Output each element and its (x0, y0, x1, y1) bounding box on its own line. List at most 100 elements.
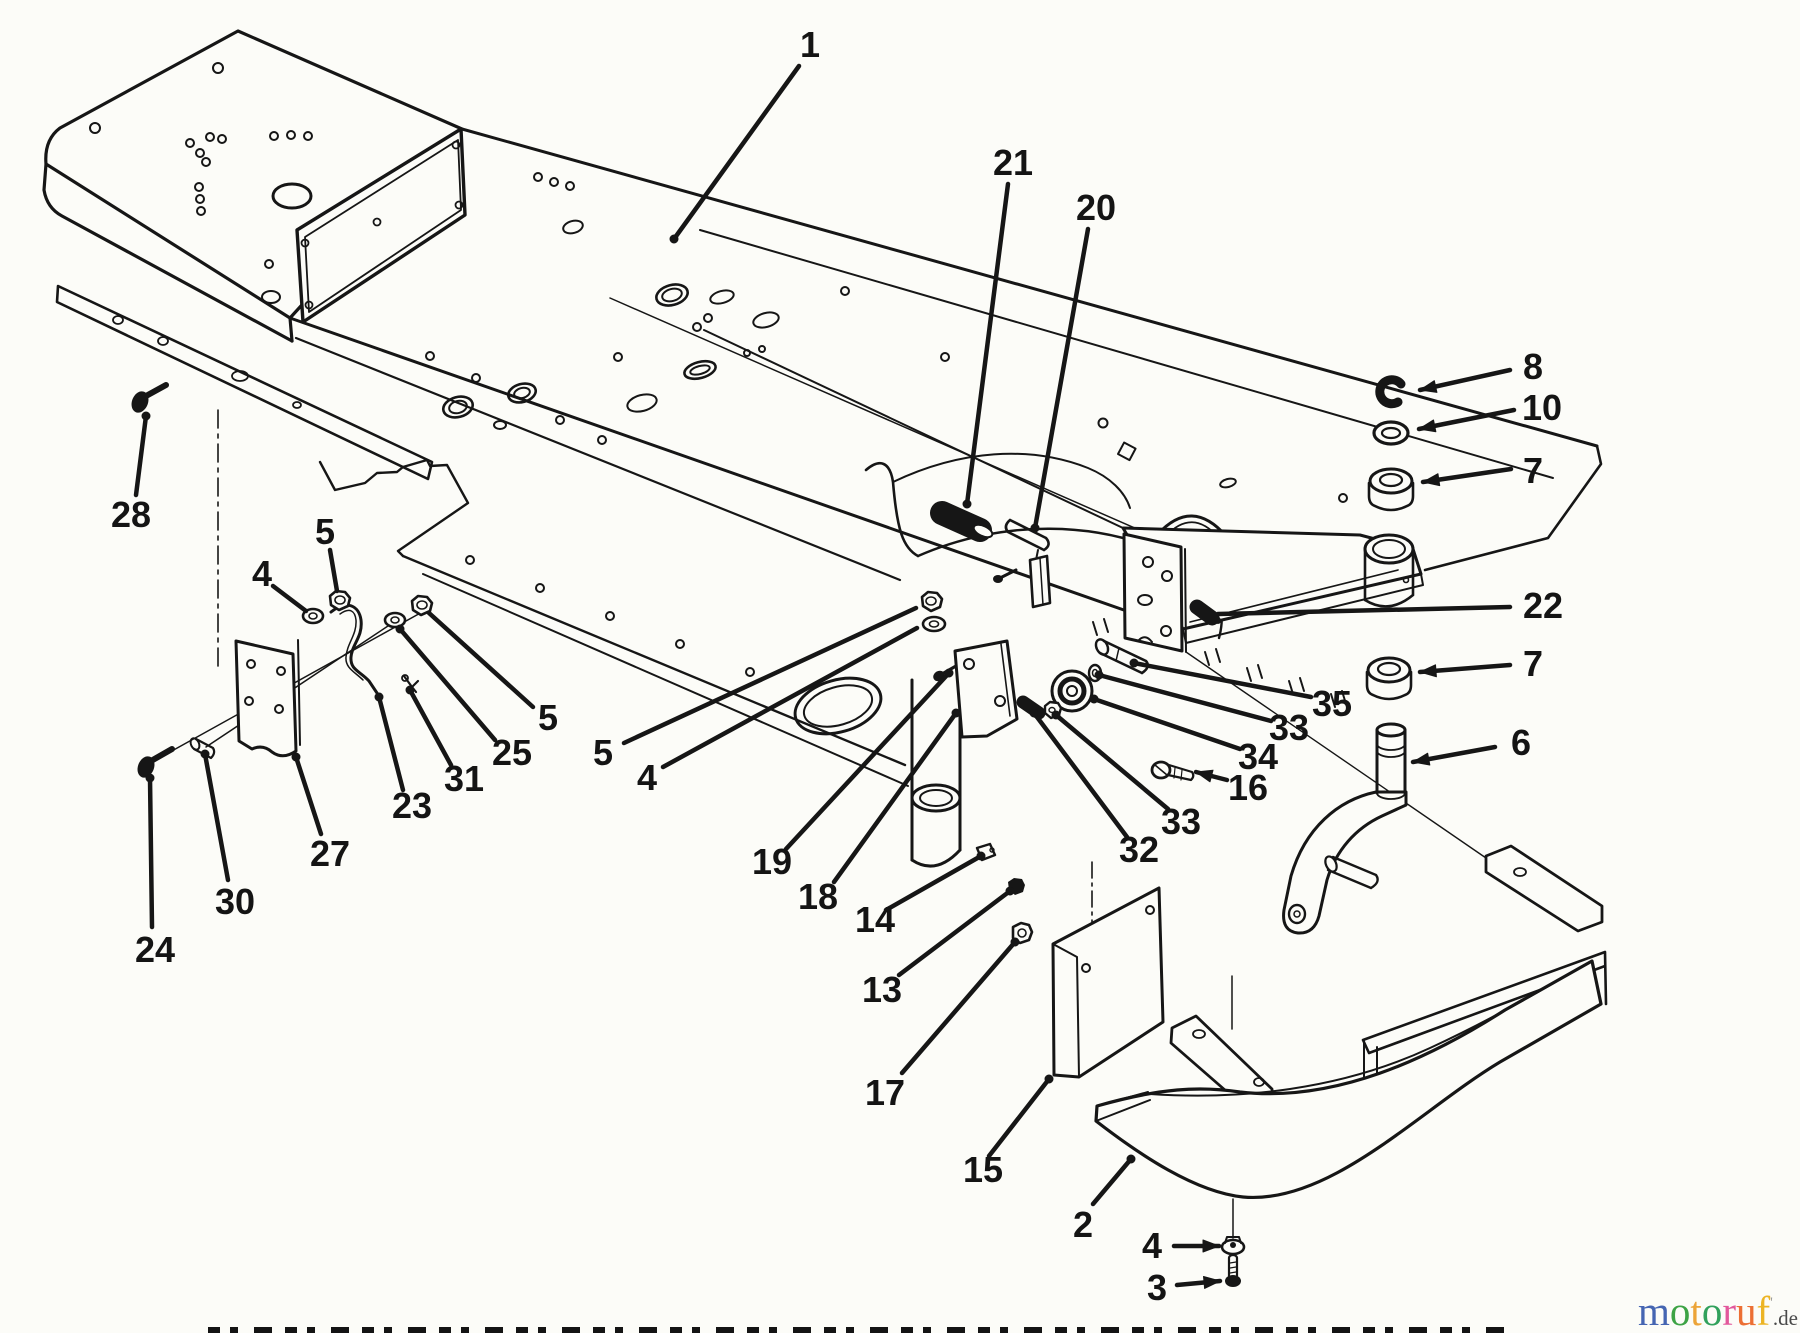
callout-number-1: 1 (800, 24, 820, 65)
leader-arrowhead (1419, 380, 1438, 393)
callout-number-30: 30 (215, 881, 255, 922)
leader-arrowhead (1418, 419, 1437, 433)
watermark-letter-o: o (1669, 1288, 1691, 1333)
leader-dot (291, 752, 301, 762)
leader-dot (1044, 1074, 1054, 1084)
callout-30-23: 30 (200, 749, 255, 922)
leader-arrowhead (1202, 1239, 1220, 1253)
washer-4-center (921, 615, 947, 633)
leader-dot (951, 708, 961, 718)
leader-dot (405, 685, 415, 695)
nut-5-center (920, 590, 944, 613)
callout-number-18: 18 (798, 876, 838, 917)
callout-layer: 1212028810722763533341633325452531232730… (111, 24, 1563, 1308)
washer-4-left (301, 607, 325, 625)
leader-line (964, 181, 1011, 507)
leader-dot (145, 773, 155, 783)
callout-25-19: 25 (395, 624, 532, 773)
leader-line (407, 687, 454, 768)
watermark-letter-u: u (1735, 1288, 1757, 1333)
callout-33-11: 33 (1094, 670, 1309, 748)
watermark-letter-m: m (1638, 1288, 1670, 1333)
callout-number-32: 32 (1119, 829, 1159, 870)
leader-dot (1030, 523, 1040, 533)
watermark-letter-t: t (1690, 1288, 1702, 1333)
shield-assembly (975, 842, 1165, 1079)
leader-line (783, 670, 952, 852)
leader-line (883, 853, 984, 913)
leader-dot (962, 499, 972, 509)
leader-line (896, 888, 1013, 978)
callout-number-33: 33 (1269, 707, 1309, 748)
leader-line (1096, 672, 1274, 724)
leader-dot (1126, 1154, 1136, 1164)
callout-number-27: 27 (310, 833, 350, 874)
callout-number-21: 21 (993, 142, 1033, 183)
leader-dot (1029, 708, 1039, 718)
callout-number-4: 4 (252, 553, 272, 594)
leader-line (1131, 660, 1314, 700)
leader-line (621, 605, 919, 746)
callout-number-28: 28 (111, 494, 151, 535)
callout-number-20: 20 (1076, 187, 1116, 228)
leader-dot (1010, 937, 1020, 947)
leader-line (1090, 1156, 1134, 1207)
callout-number-4: 4 (637, 757, 657, 798)
bumper-2 (1094, 959, 1603, 1200)
callout-28-3: 28 (111, 411, 151, 535)
leader-dot (200, 749, 210, 759)
callout-number-24: 24 (135, 929, 175, 970)
shield-15 (1051, 886, 1165, 1079)
callout-8-4: 8 (1417, 346, 1543, 393)
leader-dot (1005, 886, 1015, 896)
callout-5-18: 5 (426, 610, 558, 738)
leader-arrowhead (1203, 1276, 1221, 1289)
bracket-plate-27 (234, 639, 298, 758)
leader-dot (1051, 710, 1061, 720)
callout-number-13: 13 (862, 969, 902, 1010)
callout-4-34: 4 (1142, 1225, 1222, 1266)
callout-5-16: 5 (315, 511, 340, 594)
callout-33-14: 33 (1051, 710, 1201, 842)
leader-line (1091, 696, 1243, 752)
callout-4-17: 4 (252, 553, 309, 614)
callout-number-7: 7 (1523, 450, 1543, 491)
leader-arrowhead (1422, 473, 1441, 487)
callout-15-32: 15 (963, 1074, 1054, 1190)
leader-line (899, 939, 1018, 1076)
leader-line (376, 694, 406, 793)
watermark-letter-o: o (1701, 1288, 1723, 1333)
leader-line (426, 610, 536, 710)
watermark-tick: ' (1770, 1295, 1773, 1311)
bumper-bracket-right (1484, 844, 1604, 933)
leader-line (671, 63, 802, 242)
callout-14-29: 14 (855, 851, 986, 940)
callout-number-33: 33 (1161, 801, 1201, 842)
bolt-28 (131, 382, 169, 413)
callout-number-4: 4 (1142, 1225, 1162, 1266)
callout-number-35: 35 (1312, 683, 1352, 724)
callout-21-1: 21 (962, 142, 1033, 509)
callout-24-24: 24 (135, 773, 175, 970)
pivot-hardware (920, 501, 1052, 633)
watermark-letter-f: f (1756, 1288, 1771, 1333)
spindle-6 (1282, 722, 1408, 935)
leader-line (986, 1076, 1052, 1159)
nut-5-left (328, 589, 352, 612)
leader-line (293, 754, 324, 837)
callout-number-16: 16 (1228, 767, 1268, 808)
callout-6-9: 6 (1410, 722, 1531, 766)
leader-line (397, 626, 498, 743)
callout-number-10: 10 (1522, 387, 1562, 428)
callout-27-22: 27 (291, 752, 350, 874)
bushing-7-upper (1367, 467, 1415, 512)
callout-32-15: 32 (1029, 708, 1159, 870)
leader-dot (374, 692, 384, 702)
callout-10-5: 10 (1416, 387, 1562, 433)
callout-1-0: 1 (669, 24, 820, 244)
callout-number-5: 5 (315, 511, 335, 552)
callout-20-2: 20 (1030, 187, 1116, 533)
callout-number-3: 3 (1147, 1267, 1167, 1308)
leader-line (270, 583, 309, 614)
